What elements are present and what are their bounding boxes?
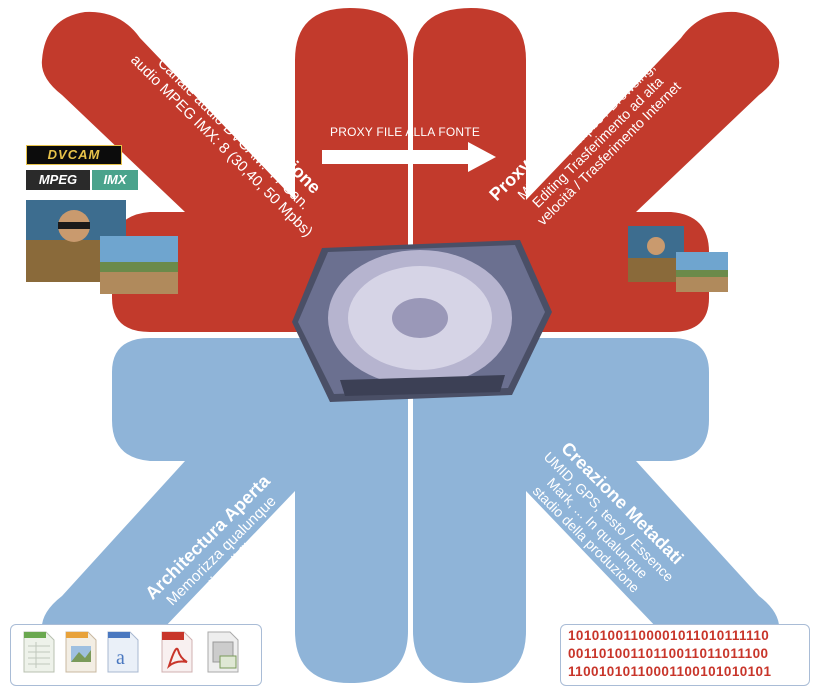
binary-line: 00110100110110011011011100 [568,646,769,661]
binary-line: 11001010110001100101010101 [568,664,772,679]
blue-arrow-bottom-right [413,338,780,683]
dvcam-logo: DVCAM [26,145,122,165]
disc-cartridge-image [292,240,552,402]
still-image-left [26,200,178,294]
spreadsheet-file-icon [23,631,55,673]
svg-text:a: a [116,647,125,669]
red-arrow-top-left [41,11,296,332]
imx-logo: IMX [92,170,138,190]
proxy-arrow [322,142,496,172]
generic-file-icon [207,631,239,673]
mpeg-logo: MPEG [26,170,90,190]
binary-panel [560,624,810,686]
blue-arrow-bottom-left [41,338,408,683]
image-file-icon [65,631,97,673]
proxy-arrow-label: PROXY FILE ALLA FONTE [330,125,481,139]
still-image-right [628,226,728,292]
red-arrow-top-right [526,11,780,332]
pdf-file-icon [161,631,193,673]
binary-line: 10101001100001011010111110 [568,628,770,643]
text-file-icon: a [107,631,139,673]
